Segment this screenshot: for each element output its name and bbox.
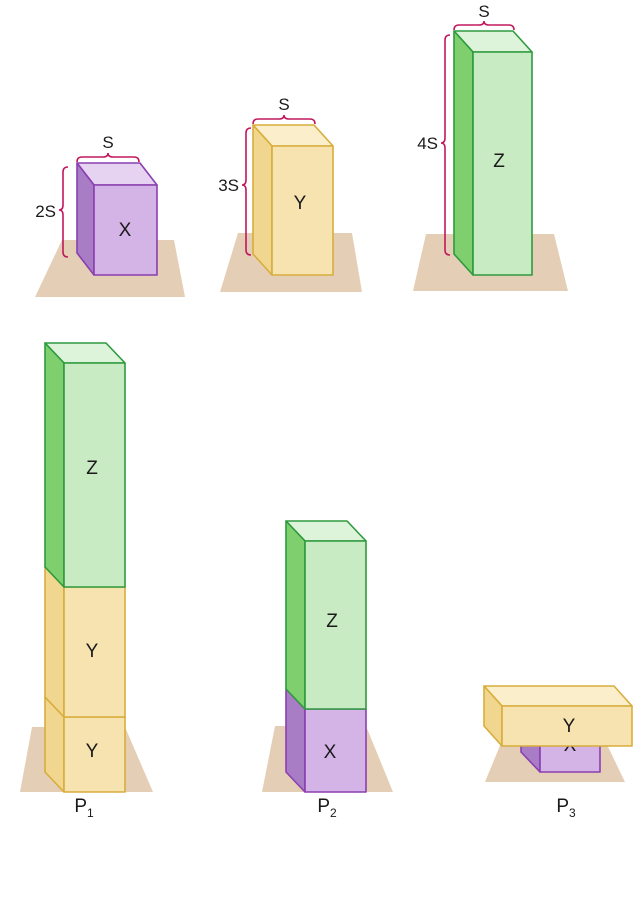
stack-p1-label: P1	[74, 796, 94, 820]
stack-p1-block-y-lower-label: Y	[86, 741, 99, 762]
block-y-height-label: 3S	[218, 176, 239, 195]
stack-p2-label: P2	[317, 796, 337, 820]
stack-p2-block-z-side	[285, 520, 306, 710]
block-y-height-brace	[241, 127, 252, 256]
stack-p1-block-z-front	[63, 362, 126, 588]
block-x-width-brace	[76, 152, 140, 163]
stack-p3-block-y-label: Y	[563, 716, 576, 737]
stack-p2-block-z-front	[304, 540, 367, 710]
stack-p2-block-z-label: Z	[326, 611, 338, 632]
block-y-front-face	[271, 145, 334, 276]
block-z-height-brace	[440, 34, 451, 256]
block-z-label: Z	[493, 151, 505, 172]
stack-p3: X Y P3	[483, 685, 633, 820]
block-z-height-label: 4S	[417, 134, 438, 153]
stack-p1: Y Y Z P1	[20, 342, 153, 820]
stack-p1-block-y-upper-label: Y	[86, 641, 99, 662]
block-y-standalone: Y S 3S	[218, 95, 362, 292]
block-x-standalone: X S 2S	[35, 133, 185, 297]
stack-p1-block-z-side	[44, 342, 65, 588]
stack-p3-block-y-top-face	[483, 685, 633, 707]
block-x-height-brace	[58, 166, 69, 258]
block-z-front-face	[472, 51, 533, 276]
block-y-width-brace	[252, 114, 316, 125]
block-x-label: X	[119, 220, 132, 241]
block-z-width-label: S	[478, 2, 489, 21]
stack-p1-block-z-label: Z	[86, 458, 98, 479]
block-y-label: Y	[294, 193, 307, 214]
stack-p1-block-y-upper-side	[44, 566, 65, 718]
block-z-side-face	[453, 30, 474, 276]
stack-p3-label: P3	[556, 796, 576, 820]
block-z-width-brace	[453, 20, 515, 31]
block-y-width-label: S	[278, 95, 289, 114]
stack-p1-block-y-upper-front	[63, 586, 126, 718]
stack-p3-block-y-front	[501, 705, 633, 747]
block-x-height-label: 2S	[35, 202, 56, 221]
stack-p2-block-x-front	[304, 708, 367, 793]
block-x-front-face	[93, 184, 158, 276]
stack-p2: X Z P2	[262, 520, 393, 820]
stack-p2-block-x-label: X	[324, 742, 337, 763]
block-y-side-face	[252, 124, 273, 276]
block-x-width-label: S	[102, 133, 113, 152]
block-z-standalone: Z S 4S	[413, 2, 568, 291]
